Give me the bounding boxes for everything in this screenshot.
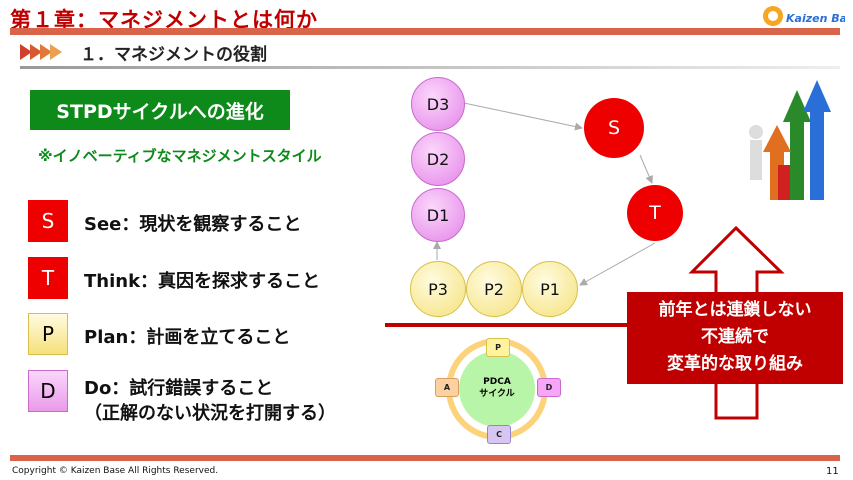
- p1-circle: P1: [522, 261, 578, 317]
- footer-divider: [10, 455, 840, 461]
- section-divider: [20, 66, 840, 69]
- callout-line-2: 不連続で: [701, 327, 769, 347]
- chevrons-icon: [20, 42, 72, 66]
- s-box: S: [28, 200, 68, 242]
- pdca-c: C: [487, 425, 511, 444]
- pdca-a: A: [435, 378, 459, 397]
- callout-line-1: 前年とは連鎖しない: [658, 300, 812, 320]
- s-text: See：現状を観察すること: [84, 214, 302, 235]
- growth-arrows-icon: [738, 70, 838, 214]
- callout-box: 前年とは連鎖しない 不連続で 変革的な取り組み: [627, 292, 843, 384]
- d-text-detail: （正解のない状況を打開する）: [84, 403, 336, 424]
- callout-line-3: 変革的な取り組み: [667, 354, 803, 374]
- t-circle: T: [627, 185, 683, 241]
- t-box: T: [28, 257, 68, 299]
- p3-circle: P3: [410, 261, 466, 317]
- innovation-note: ※イノベーティブなマネジメントスタイル: [38, 147, 322, 165]
- title-divider: [10, 28, 840, 35]
- d-text: Do：試行錯誤すること: [84, 378, 274, 399]
- p2-circle: P2: [466, 261, 522, 317]
- section-title: １．マネジメントの役割: [80, 45, 267, 65]
- d1-circle: D1: [411, 188, 465, 242]
- pdca-cycle: PDCA サイクル P D C A: [425, 333, 565, 445]
- pdca-d: D: [537, 378, 561, 397]
- s-circle: S: [584, 98, 644, 158]
- logo: Kaizen Base: [760, 2, 853, 30]
- d2-circle: D2: [411, 132, 465, 186]
- d-box: D: [28, 370, 68, 412]
- d3-circle: D3: [411, 77, 465, 131]
- pdca-label: PDCA: [483, 377, 511, 387]
- pdca-cycle-label: サイクル: [479, 389, 515, 399]
- svg-text:Kaizen Base: Kaizen Base: [786, 12, 845, 25]
- t-text: Think：真因を探求すること: [84, 271, 321, 292]
- p-text: Plan：計画を立てること: [84, 327, 291, 348]
- copyright: Copyright © Kaizen Base All Rights Reser…: [12, 466, 219, 476]
- stpd-heading: STPDサイクルへの進化: [30, 90, 290, 130]
- pdca-p: P: [486, 338, 510, 357]
- p-box: P: [28, 313, 68, 355]
- page-number: 11: [826, 466, 839, 477]
